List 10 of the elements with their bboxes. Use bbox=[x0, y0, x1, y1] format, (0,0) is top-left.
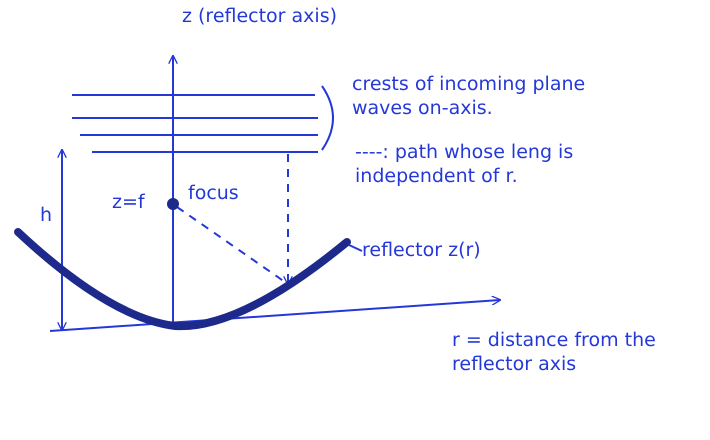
axis-label: r = distance from the reflector axis bbox=[452, 328, 657, 376]
point-label: z=f bbox=[112, 190, 146, 214]
note-text: ----: path whose leng is independent of r. bbox=[355, 140, 574, 188]
reflector-label: reflector z(r) bbox=[362, 238, 481, 262]
dimension-label: h bbox=[40, 203, 54, 227]
point-label: focus bbox=[188, 181, 240, 205]
axis-label: z (reflector axis) bbox=[182, 4, 338, 28]
reflector-curve bbox=[14, 228, 351, 330]
leader-line bbox=[348, 244, 362, 252]
note-text: crests of incoming plane waves on-axis. bbox=[352, 72, 586, 120]
